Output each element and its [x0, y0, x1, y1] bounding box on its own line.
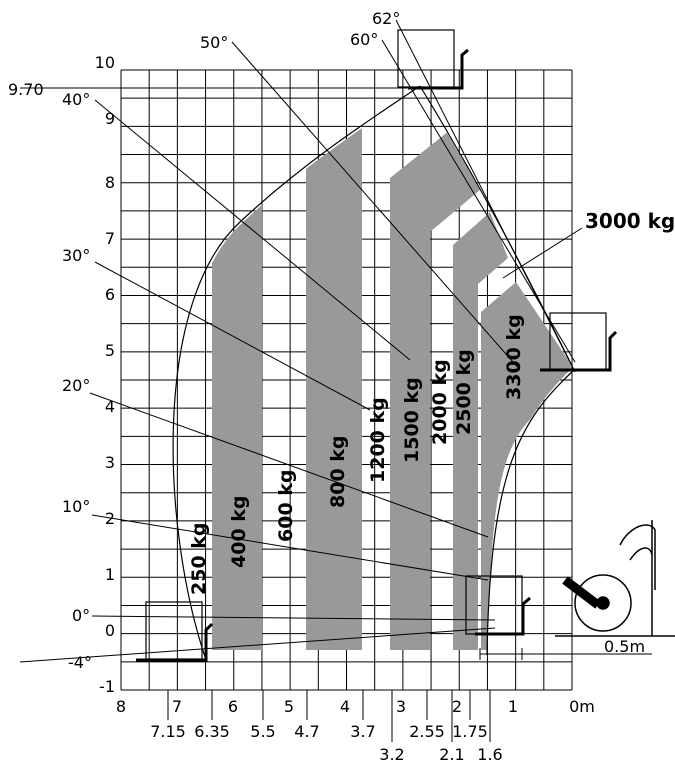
x-mark-lines	[167, 690, 491, 742]
band-800	[306, 88, 362, 650]
carriage-left-fork	[136, 622, 214, 662]
x-mark-labels: 7.15 6.35 5.5 4.7 3.7 3.2 2.55 2.1 1.75 …	[150, 722, 503, 764]
y-tick-1: 1	[105, 565, 115, 584]
zone-label-400: 400 kg	[228, 495, 250, 568]
x-mark-4-7: 4.7	[294, 722, 319, 741]
zone-label-600: 600 kg	[275, 469, 297, 542]
x-tick-4: 4	[340, 697, 350, 716]
zone-label-2000: 2000 kg	[429, 359, 451, 445]
zone-label-1200: 1200 kg	[367, 397, 389, 483]
zone-label-800: 800 kg	[327, 435, 349, 508]
cab-outline	[619, 524, 656, 590]
dimension-label: 0.5m	[604, 637, 645, 656]
carriages	[136, 29, 618, 662]
angle-label-10: 10°	[62, 497, 90, 516]
angle-line-40	[94, 99, 411, 361]
x-mark-3-7: 3.7	[350, 722, 375, 741]
x-tick-0m: 0m	[569, 697, 595, 716]
callout-line	[502, 227, 583, 279]
x-mark-6-35: 6.35	[194, 722, 230, 741]
angle-line-10	[91, 514, 489, 581]
x-tick-7: 7	[172, 697, 182, 716]
callout-3000: 3000 kg	[585, 209, 675, 233]
angle-labels: 62° 60° 50° 40° 30° 20° 10° 0° -4°	[62, 9, 400, 672]
max-height-label: 9.70	[8, 80, 44, 99]
angle-label-40: 40°	[62, 90, 90, 109]
angle-line-0	[91, 615, 496, 621]
zone-label-1500: 1500 kg	[401, 377, 423, 463]
zone-label-3300: 3300 kg	[503, 314, 525, 400]
band-400	[212, 88, 262, 650]
angle-label-50: 50°	[200, 33, 228, 52]
front-wheel	[574, 574, 632, 632]
carriage-top-fork	[408, 48, 469, 90]
y-tick-10: 10	[95, 53, 115, 72]
y-tick-8: 8	[105, 173, 115, 192]
y-tick-4: 4	[105, 397, 115, 416]
load-zone-labels: 250 kg 400 kg 600 kg 800 kg 1200 kg 1500…	[188, 314, 525, 595]
carriage-right-fork	[540, 330, 618, 372]
x-mark-2-55: 2.55	[409, 722, 445, 741]
carriage-bottom-fork	[475, 596, 531, 636]
y-tick-5: 5	[105, 341, 115, 360]
x-mark-1-6: 1.6	[477, 745, 502, 764]
angle-line-60	[381, 39, 576, 363]
angle-label-20: 20°	[62, 376, 90, 395]
angle-label-neg4: -4°	[68, 653, 92, 672]
x-tick-8: 8	[116, 697, 126, 716]
angle-line-62	[395, 19, 576, 373]
x-tick-3: 3	[396, 697, 406, 716]
angle-line-50	[231, 41, 521, 371]
x-mark-1-75: 1.75	[452, 722, 488, 741]
zone-label-2500: 2500 kg	[453, 349, 475, 435]
x-mark-5-5: 5.5	[250, 722, 275, 741]
machine-front	[555, 520, 675, 637]
angle-label-0: 0°	[72, 606, 90, 625]
envelope-outer	[172, 85, 421, 658]
y-tick-0: 0	[105, 621, 115, 640]
zone-label-250: 250 kg	[188, 522, 210, 595]
x-mark-3-2: 3.2	[379, 745, 404, 764]
y-tick-9: 9	[105, 109, 115, 128]
angle-line-20	[89, 392, 489, 538]
envelope-inner	[486, 369, 575, 656]
y-tick-7: 7	[105, 229, 115, 248]
dimension-marker	[479, 648, 652, 660]
y-tick-2: 2	[105, 509, 115, 528]
band-2500	[453, 212, 508, 650]
carriage-left-box	[145, 601, 203, 660]
cab-window	[629, 547, 653, 561]
x-tick-6: 6	[228, 697, 238, 716]
angle-line-neg4	[19, 627, 496, 663]
angle-label-30: 30°	[62, 246, 90, 265]
y-tick-labels: 10 9 8 7 6 5 4 3 2 1 0 -1	[95, 53, 115, 696]
x-tick-labels: 8 7 6 5 4 3 2 1 0m	[116, 697, 595, 716]
band-3300	[481, 282, 573, 650]
x-tick-1: 1	[508, 697, 518, 716]
x-mark-7-15: 7.15	[150, 722, 186, 741]
y-tick-neg1: -1	[99, 677, 115, 696]
y-tick-6: 6	[105, 285, 115, 304]
band-1500	[390, 130, 480, 650]
y-tick-3: 3	[105, 453, 115, 472]
angle-lines	[19, 19, 576, 663]
x-tick-5: 5	[284, 697, 294, 716]
x-tick-2: 2	[452, 697, 462, 716]
angle-label-62: 62°	[372, 9, 400, 28]
angle-line-30	[94, 261, 371, 411]
x-mark-2-1: 2.1	[439, 745, 464, 764]
boom-arm	[562, 576, 601, 609]
angle-label-60: 60°	[350, 30, 378, 49]
